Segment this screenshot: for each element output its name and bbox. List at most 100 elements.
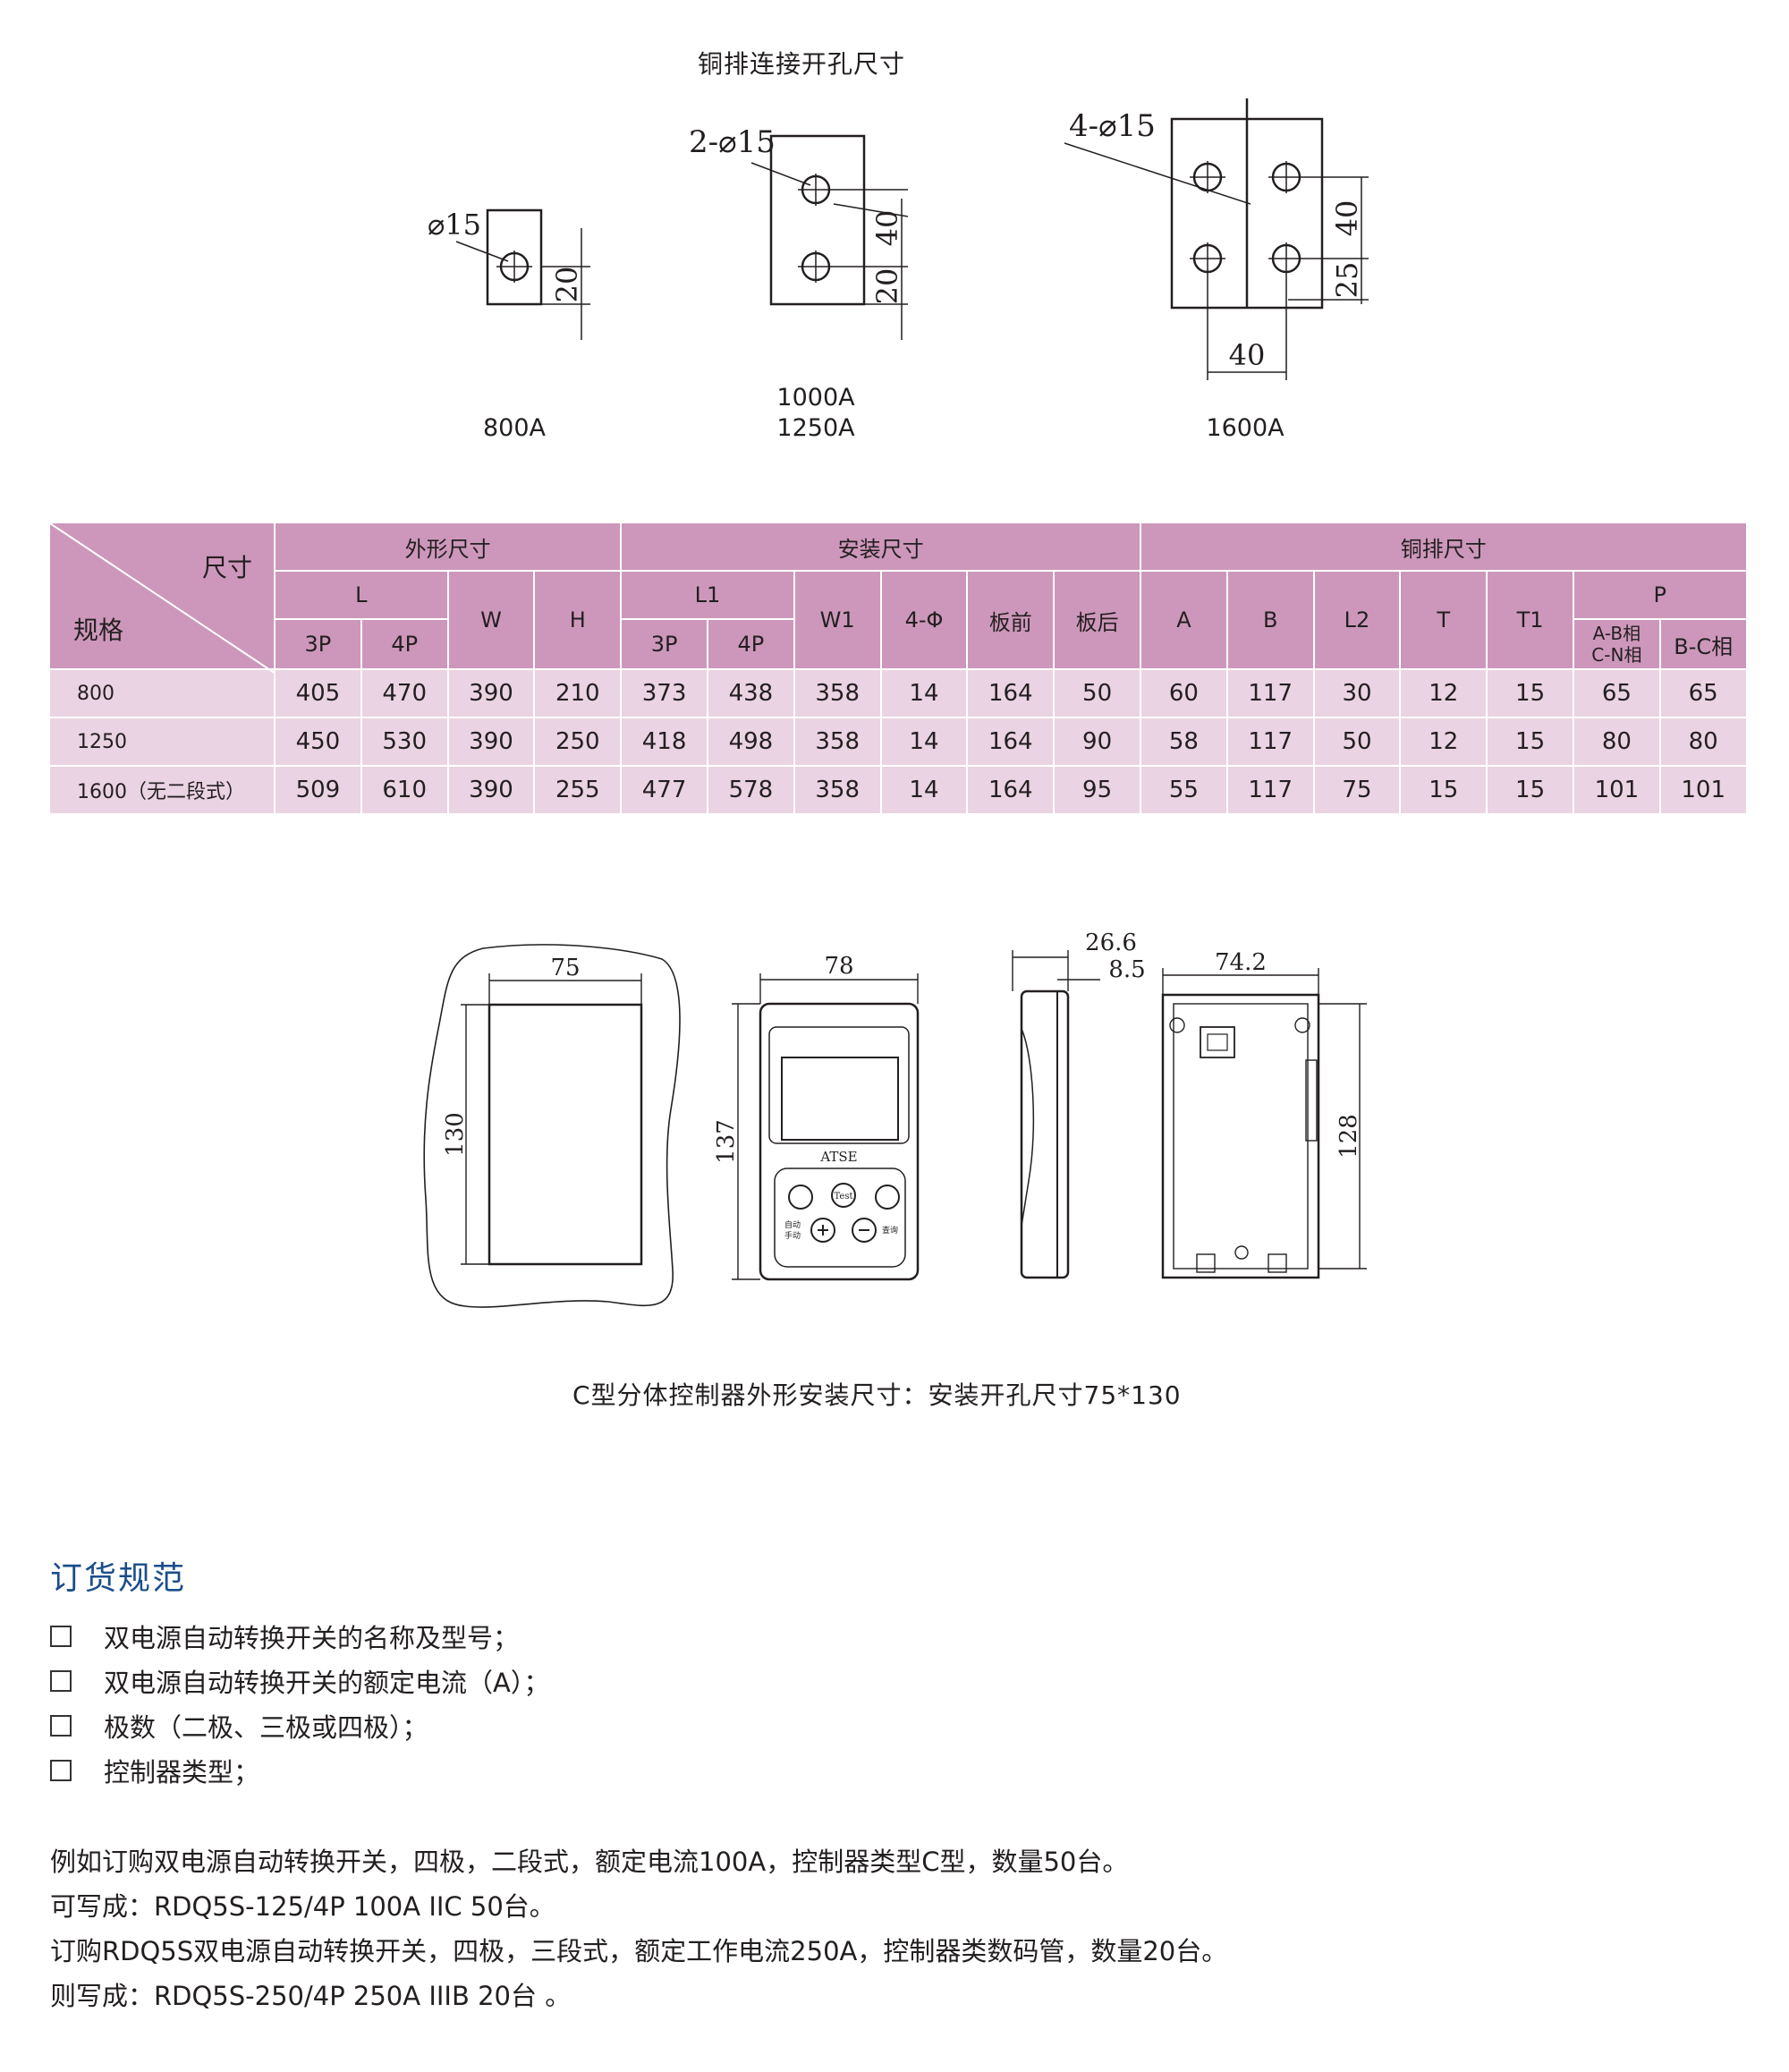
example-line: 例如订购双电源自动转换开关，四极，二段式，额定电流100A，控制器类型C型，数量… [50, 1847, 1129, 1877]
cell: 95 [1053, 765, 1141, 815]
cell: 498 [706, 717, 795, 767]
col-L1-3p: 3P [620, 618, 708, 670]
row-name: 1600（无二段式） [48, 765, 276, 815]
cell: 80 [1658, 717, 1748, 767]
side-w2-label: 8.5 [1108, 956, 1145, 983]
cell: 14 [879, 717, 969, 767]
dim-1000-20: 20 [870, 268, 904, 305]
col-L-3p: 3P [274, 618, 362, 670]
cell: 450 [274, 717, 362, 767]
cell: 418 [620, 717, 708, 767]
example-line: 订购RDQ5S双电源自动转换开关，四极，三段式，额定工作电流250A，控制器类数… [50, 1936, 1228, 1966]
cell: 390 [446, 765, 536, 815]
front-drawing [732, 973, 920, 1281]
controller-caption: C型分体控制器外形安装尺寸：安装开孔尺寸75*130 [572, 1380, 1182, 1410]
auto-key-label-1: 自动 [784, 1219, 801, 1230]
back-drawing [1161, 968, 1367, 1279]
dim-1600-40v: 40 [1330, 200, 1364, 237]
col-P: P [1572, 570, 1748, 620]
cell: 14 [879, 668, 969, 718]
checkbox-icon [50, 1760, 72, 1781]
order-title: 订货规范 [50, 1560, 187, 1597]
test-key-label: Test [835, 1192, 853, 1202]
cell: 50 [1312, 717, 1402, 767]
busbar-drawing-800a [455, 208, 590, 340]
cell: 164 [966, 765, 1056, 815]
dim-800-20: 20 [550, 267, 584, 303]
cell: 477 [620, 765, 708, 815]
spec-table: 尺寸 规格 外形尺寸 安装尺寸 铜排尺寸 L W H L1 W1 4-Φ 板前 … [48, 522, 1748, 815]
query-key-label: 查询 [882, 1225, 898, 1236]
corner-top-label: 尺寸 [201, 553, 252, 582]
row-name: 800 [48, 668, 276, 718]
order-item-text: 极数（二极、三极或四极）； [104, 1712, 428, 1743]
col-front: 板前 [966, 570, 1056, 670]
order-item: 控制器类型； [50, 1752, 259, 1789]
col-T: T [1399, 570, 1488, 670]
cut-h-label: 130 [442, 1112, 469, 1157]
dim-1000-hole: 2-⌀15 [689, 124, 776, 160]
cell: 164 [966, 668, 1056, 718]
group-install: 安装尺寸 [620, 522, 1141, 572]
cell: 14 [879, 765, 969, 815]
cell: 164 [966, 717, 1056, 767]
cell: 50 [1053, 668, 1141, 718]
table-row: 800 405 470 390 210 373 438 358 14 164 5… [48, 668, 1748, 718]
cell: 578 [706, 765, 795, 815]
cell: 117 [1225, 765, 1315, 815]
cell: 373 [620, 668, 708, 718]
order-item: 双电源自动转换开关的名称及型号； [50, 1618, 519, 1655]
cutout-drawing [423, 944, 681, 1308]
back-w-label: 74.2 [1215, 949, 1267, 976]
dim-1600-hole: 4-⌀15 [1069, 108, 1156, 144]
cut-w-label: 75 [550, 955, 580, 981]
cell: 358 [793, 668, 882, 718]
cell: 80 [1572, 717, 1661, 767]
front-w-label: 78 [824, 953, 853, 980]
col-A: A [1140, 570, 1228, 670]
cell: 15 [1399, 765, 1488, 815]
order-item-text: 控制器类型； [104, 1757, 260, 1788]
cell: 12 [1399, 717, 1488, 767]
col-P-bc: B-C相 [1658, 618, 1748, 670]
cell: 15 [1486, 668, 1574, 718]
col-4phi: 4-Φ [879, 570, 969, 670]
checkbox-icon [50, 1670, 72, 1692]
col-P-ab-line2: C-N相 [1591, 644, 1642, 666]
cell: 390 [446, 668, 536, 718]
controller-drawings: 75 130 78 137 26.6 8.5 74.2 128 ATSE Tes… [423, 930, 1367, 1308]
row-name: 1250 [48, 717, 276, 767]
col-back: 板后 [1053, 570, 1141, 670]
corner-bottom-label: 规格 [73, 616, 124, 645]
cell: 75 [1312, 765, 1402, 815]
example-line: 可写成：RDQ5S-125/4P 100A IIC 50台。 [50, 1891, 555, 1922]
col-B: B [1225, 570, 1315, 670]
group-outline: 外形尺寸 [273, 522, 623, 572]
table-corner: 尺寸 规格 [48, 522, 276, 674]
cell: 12 [1399, 668, 1488, 718]
back-h-label: 128 [1335, 1114, 1362, 1159]
dim-1600-40h: 40 [1229, 338, 1266, 372]
cell: 65 [1658, 668, 1748, 718]
cell: 438 [706, 668, 795, 718]
col-P-ab-line1: A-B相 [1592, 623, 1641, 644]
cell: 30 [1312, 668, 1402, 718]
cell: 405 [274, 668, 362, 718]
cell: 101 [1658, 765, 1748, 815]
dim-1000-40: 40 [870, 210, 904, 247]
cell: 15 [1486, 765, 1574, 815]
order-item: 双电源自动转换开关的额定电流（A）； [50, 1662, 549, 1700]
col-L2: L2 [1312, 570, 1402, 670]
rating-1000a: 1000A [776, 384, 855, 412]
checkbox-icon [50, 1715, 72, 1737]
col-L: L [274, 570, 449, 620]
col-T1: T1 [1486, 570, 1574, 670]
cell: 358 [793, 717, 882, 767]
col-L1: L1 [620, 570, 795, 620]
rating-800a: 800A [482, 414, 546, 442]
order-item-text: 双电源自动转换开关的名称及型号； [104, 1623, 520, 1653]
auto-key-label-2: 手动 [784, 1230, 801, 1241]
cell: 610 [360, 765, 449, 815]
cell: 60 [1140, 668, 1228, 718]
